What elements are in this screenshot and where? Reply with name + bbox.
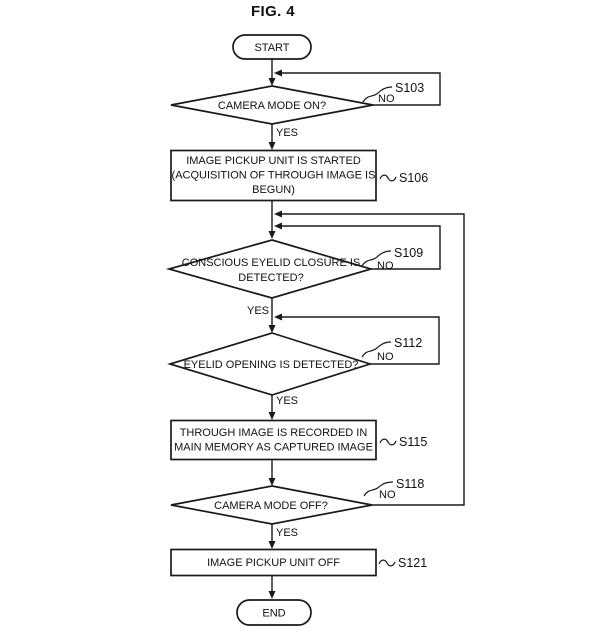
end-label: END — [262, 608, 285, 620]
node-s121: IMAGE PICKUP UNIT OFF S121 — [170, 548, 427, 577]
s115-tilde-squiggle — [379, 438, 397, 446]
s109-line2: DETECTED? — [238, 272, 303, 284]
s103-question: CAMERA MODE ON? — [218, 100, 326, 112]
arrowhead-s118-no — [274, 210, 282, 218]
node-s112: EYELID OPENING IS DETECTED? NO S112 YES — [167, 332, 422, 407]
node-start: START — [232, 34, 312, 60]
s118-ref-label: S118 — [396, 477, 424, 491]
s118-leader-squiggle — [363, 481, 394, 497]
s106-ref-label: S106 — [399, 171, 428, 185]
s112-leader-squiggle — [361, 341, 392, 358]
figure-title: FIG. 4 — [251, 3, 295, 20]
arrowhead-into-s112 — [268, 325, 276, 333]
s121-ref-label: S121 — [398, 556, 427, 570]
edge-s112-no-loop — [277, 316, 440, 365]
s109-yes-label: YES — [247, 305, 269, 317]
node-s118: CAMERA MODE OFF? NO S118 YES — [170, 477, 424, 539]
s106-line3: BEGUN) — [252, 184, 295, 196]
s112-no-label: NO — [377, 351, 394, 363]
s103-ref-label: S103 — [395, 81, 424, 95]
s112-yes-label: YES — [276, 395, 298, 407]
s106-tilde-squiggle — [379, 174, 397, 182]
s118-yes-label: YES — [276, 527, 298, 539]
arrowhead-s103-no — [274, 69, 282, 77]
edge-s109-no-loop — [277, 225, 441, 270]
s121-process-shape — [170, 548, 377, 577]
s109-diamond-shape — [165, 239, 375, 299]
connector-lines — [268, 59, 465, 599]
s109-ref-label: S109 — [394, 246, 423, 260]
node-s106: IMAGE PICKUP UNIT IS STARTED (ACQUISITIO… — [170, 149, 428, 202]
s115-ref-label: S115 — [399, 435, 427, 449]
start-terminal-shape — [232, 34, 312, 60]
start-label: START — [254, 42, 289, 54]
node-end: END — [236, 599, 312, 626]
s103-diamond-shape — [170, 85, 374, 125]
arrowhead-s112-no — [274, 313, 282, 321]
arrowhead-into-end — [268, 591, 276, 599]
s103-no-label: NO — [378, 93, 395, 105]
arrowhead-into-s109 — [268, 231, 276, 239]
s118-diamond-shape — [170, 485, 373, 525]
arrowhead-into-s115 — [268, 412, 276, 420]
s109-no-label: NO — [377, 260, 394, 272]
s115-process-shape — [170, 419, 377, 461]
s118-no-label: NO — [379, 489, 396, 501]
edge-s118-no-loop — [277, 213, 465, 506]
node-s115: THROUGH IMAGE IS RECORDED IN MAIN MEMORY… — [170, 419, 427, 461]
arrowhead-into-s121 — [268, 541, 276, 549]
s103-leader-squiggle — [362, 86, 393, 103]
s103-yes-label: YES — [276, 127, 298, 139]
s106-line1: IMAGE PICKUP UNIT IS STARTED — [186, 155, 361, 167]
arrowhead-into-s106 — [268, 142, 276, 150]
s109-line1: CONSCIOUS EYELID CLOSURE IS — [182, 257, 361, 269]
arrowhead-s109-no — [274, 222, 282, 230]
arrowhead-into-s118 — [268, 478, 276, 486]
end-terminal-shape — [236, 599, 312, 626]
s112-ref-label: S112 — [394, 336, 422, 350]
node-s109: CONSCIOUS EYELID CLOSURE IS DETECTED? NO… — [165, 239, 423, 317]
s109-leader-squiggle — [361, 250, 392, 267]
s112-diamond-shape — [167, 332, 373, 396]
s115-line2: MAIN MEMORY AS CAPTURED IMAGE — [174, 442, 373, 454]
s112-question: EYELID OPENING IS DETECTED? — [184, 359, 359, 371]
node-s103: CAMERA MODE ON? NO S103 YES — [170, 81, 424, 139]
edge-s103-no-loop — [277, 72, 441, 106]
s121-label: IMAGE PICKUP UNIT OFF — [207, 557, 340, 569]
s118-question: CAMERA MODE OFF? — [214, 500, 328, 512]
s106-process-shape — [170, 149, 377, 202]
s115-line1: THROUGH IMAGE IS RECORDED IN — [180, 427, 368, 439]
s106-line2: (ACQUISITION OF THROUGH IMAGE IS — [172, 170, 376, 182]
arrowhead-into-s103 — [268, 78, 276, 86]
s121-tilde-squiggle — [378, 559, 396, 567]
